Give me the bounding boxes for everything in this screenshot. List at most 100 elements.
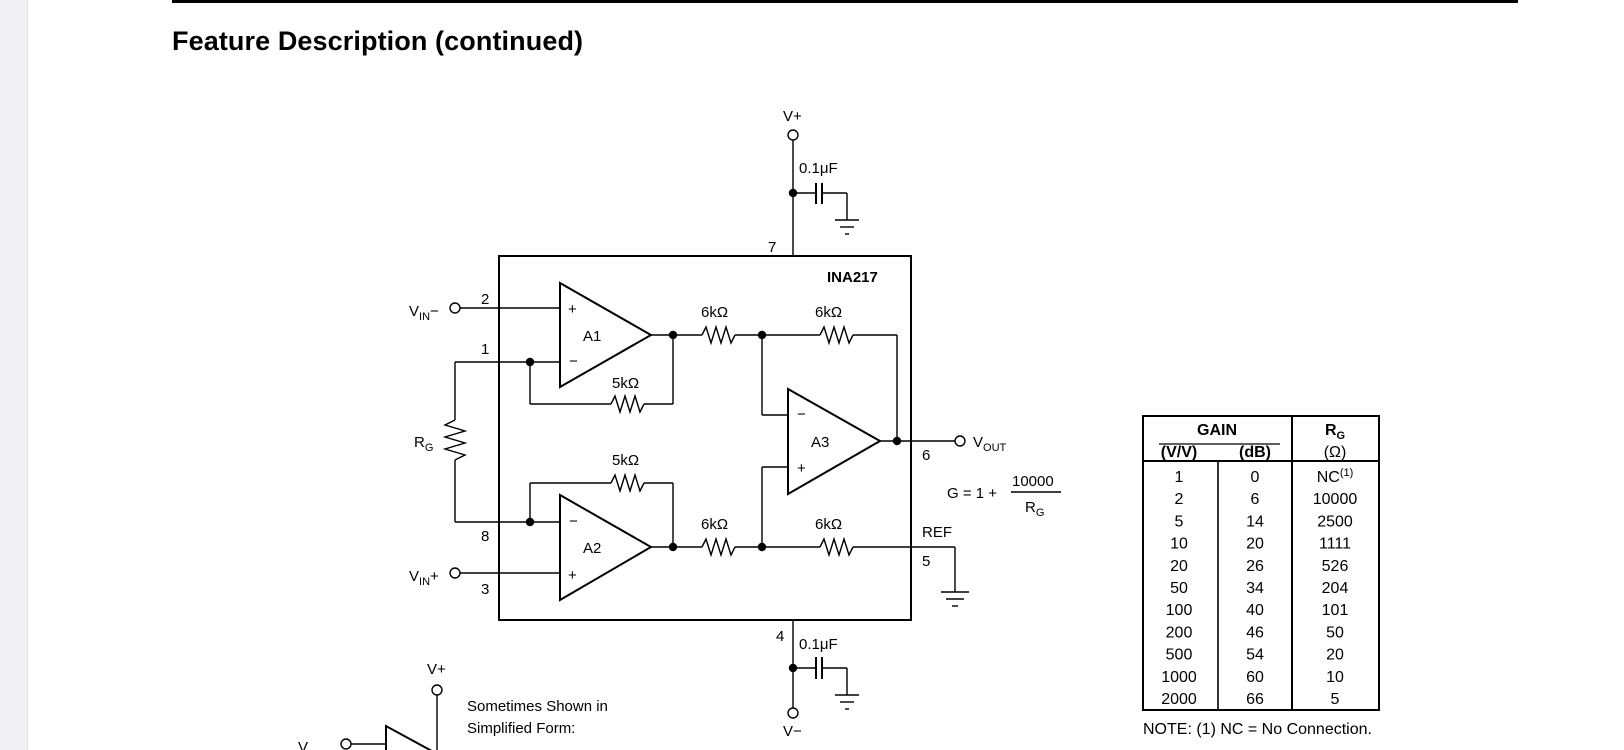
pin-5-label: 5 (922, 553, 930, 570)
a2-label: A2 (583, 540, 601, 557)
pin-1-label: 1 (481, 341, 489, 358)
a1-label: A1 (583, 328, 601, 345)
gain-equation-numerator: 10000 (1012, 473, 1054, 490)
simplified-amplifier (385, 724, 433, 750)
vout-label: VOUT (973, 434, 1007, 454)
vminus-terminal (787, 707, 799, 719)
gain-db-cell: 26 (1246, 558, 1264, 575)
gain-vv-cell: 2000 (1161, 691, 1197, 708)
gain-vv-cell: 5 (1175, 513, 1184, 530)
gain-db-cell: 40 (1246, 602, 1264, 619)
simplified-vin-terminal (340, 738, 352, 750)
rg-value-cell: 20 (1326, 647, 1344, 664)
rg-value-cell: 5 (1331, 691, 1340, 708)
ref-label: REF (922, 524, 952, 541)
col-rg-header: RG (1325, 422, 1345, 442)
gain-db-cell: 66 (1246, 691, 1264, 708)
simplified-note-line1: Sometimes Shown in (467, 698, 608, 715)
footnote-marker: (1) (1340, 467, 1353, 479)
col-rg-unit: (Ω) (1324, 444, 1347, 461)
gain-vv-cell: 50 (1170, 580, 1188, 597)
a1-minus: − (569, 353, 578, 370)
pin-8-label: 8 (481, 528, 489, 545)
vplus-terminal (787, 129, 799, 141)
a1-plus: + (568, 301, 577, 318)
gain-vv-cell: 1 (1175, 469, 1184, 486)
a2-minus: − (569, 513, 578, 530)
r-6k-ref-label: 6kΩ (815, 516, 842, 533)
gain-db-cell: 46 (1246, 624, 1264, 641)
rg-value-cell: 2500 (1317, 513, 1353, 530)
gain-vv-cell: 500 (1166, 647, 1193, 664)
vin-plus-label: VIN+ (409, 568, 439, 588)
gain-vv-cell: 100 (1166, 602, 1193, 619)
cap-bottom-label: 0.1μF (799, 636, 838, 653)
table-row: 2000 66 5 (1161, 691, 1339, 708)
left-margin-strip (0, 0, 28, 750)
vin-plus-terminal (449, 567, 461, 579)
rg-value-cell: 526 (1322, 558, 1349, 575)
table-row: 100 40 101 (1166, 602, 1349, 619)
gain-vv-cell: 20 (1170, 558, 1188, 575)
table-row: 200 46 50 (1166, 624, 1344, 641)
gain-db-cell: 34 (1246, 580, 1264, 597)
gain-db-cell: 6 (1251, 491, 1260, 508)
vplus-label: V+ (783, 108, 802, 125)
gain-db-cell: 60 (1246, 669, 1264, 686)
a3-label: A3 (811, 434, 829, 451)
simplified-note-line2: Simplified Form: (467, 720, 575, 737)
vminus-label: V− (783, 723, 802, 740)
vin-minus-terminal (449, 302, 461, 314)
rg-value-cell: 204 (1322, 580, 1349, 597)
table-row: 1 0 NC(1) (1175, 467, 1354, 486)
col-db-header: (dB) (1239, 444, 1271, 461)
pin-4-label: 4 (776, 628, 784, 645)
r-5k-bottom-label: 5kΩ (612, 452, 639, 469)
ina217-package (498, 255, 912, 621)
rg-value-cell: 10000 (1313, 491, 1358, 508)
a3-plus: + (797, 460, 806, 477)
gain-db-cell: 54 (1246, 647, 1264, 664)
vin-minus-label: VIN− (409, 303, 439, 323)
gain-equation-denominator: RG (1025, 499, 1044, 519)
r-6k-feedback-label: 6kΩ (815, 304, 842, 321)
gain-db-cell: 0 (1251, 469, 1260, 486)
r-5k-top-label: 5kΩ (612, 375, 639, 392)
table-row: 500 54 20 (1166, 647, 1344, 664)
a2-plus: + (568, 567, 577, 584)
gain-db-cell: 20 (1246, 536, 1264, 553)
gain-vv-cell: 10 (1170, 536, 1188, 553)
vout-terminal (954, 435, 966, 447)
table-row: 2 6 10000 (1175, 491, 1358, 508)
table-row: 50 34 204 (1170, 580, 1348, 597)
pin-7-label: 7 (768, 239, 776, 256)
cap-top-label: 0.1μF (799, 160, 838, 177)
device-name: INA217 (827, 269, 878, 286)
amplifier-a2 (559, 493, 654, 602)
r-6k-a1-label: 6kΩ (701, 304, 728, 321)
col-vv-header: (V/V) (1161, 444, 1197, 461)
gain-vv-cell: 200 (1166, 624, 1193, 641)
rg-value-cell: 1111 (1319, 536, 1351, 553)
pin-2-label: 2 (481, 291, 489, 308)
table-note: NOTE: (1) NC = No Connection. (1143, 721, 1372, 738)
top-rule (172, 0, 1518, 3)
simplified-vplus-terminal (431, 684, 443, 696)
table-row: 20 26 526 (1170, 558, 1348, 575)
gain-vv-cell: 1000 (1161, 669, 1197, 686)
rg-value-cell: NC(1) (1317, 467, 1354, 486)
rg-value-cell: 101 (1322, 602, 1349, 619)
pin-6-label: 6 (922, 447, 930, 464)
amplifier-a1 (559, 281, 654, 389)
gain-header: GAIN (1197, 422, 1237, 439)
gain-vv-cell: 2 (1175, 491, 1184, 508)
simplified-vplus-label: V+ (427, 661, 446, 678)
rg-label: RG (414, 434, 433, 454)
gain-equation-prefix: G = 1 + (947, 485, 997, 502)
rg-value-cell: 50 (1326, 624, 1344, 641)
simplified-vin-label: V (298, 739, 308, 750)
